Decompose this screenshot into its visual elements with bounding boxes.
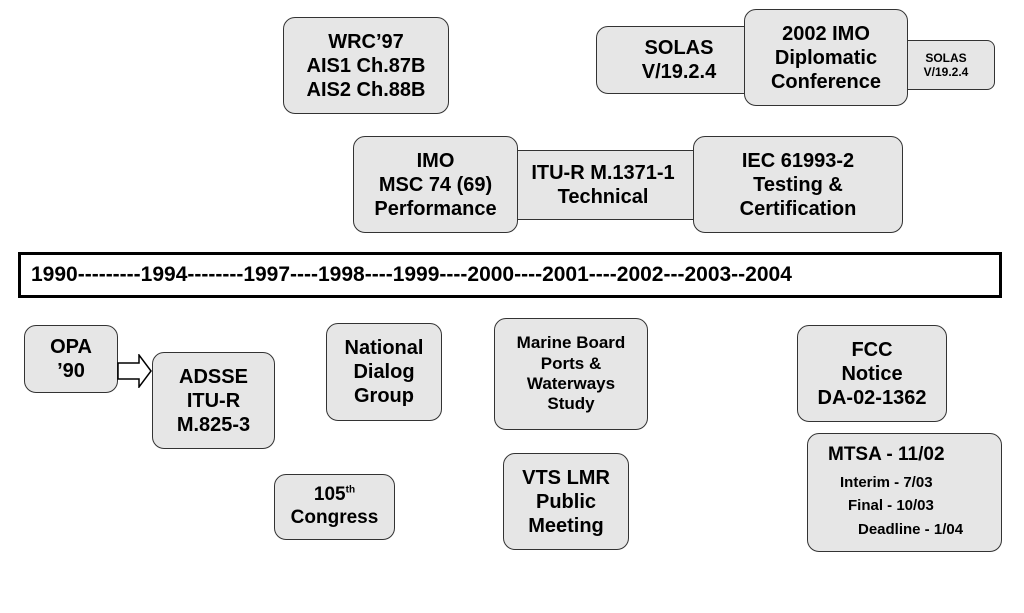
- imo-msc-box: IMO MSC 74 (69) Performance: [353, 136, 518, 233]
- adsse-box: ADSSE ITU-R M.825-3: [152, 352, 275, 449]
- imo-msc-line-1: IMO: [416, 149, 455, 172]
- vts-lmr-line-2: Public: [535, 490, 596, 513]
- congress-number-suffix: th: [345, 484, 356, 496]
- imo-msc-line-2: MSC 74 (69): [378, 173, 493, 196]
- iec-61993-line-3: Certification: [739, 197, 857, 220]
- solas-right-box: SOLAS V/19.2.4: [897, 40, 995, 90]
- adsse-line-3: M.825-3: [176, 413, 251, 436]
- right-arrow-icon: [117, 354, 152, 388]
- imo-2002-line-1: 2002 IMO: [782, 22, 870, 45]
- congress-box: 105th Congress: [274, 474, 395, 540]
- opa90-line-2: ’90: [57, 360, 85, 382]
- wrc97-box: WRC’97 AIS1 Ch.87B AIS2 Ch.88B: [283, 17, 449, 114]
- national-dialog-line-2: Dialog: [353, 361, 415, 383]
- wrc97-line-2: AIS1 Ch.87B: [306, 54, 426, 77]
- wrc97-line-1: WRC’97: [328, 30, 404, 53]
- mtsa-interim: Interim - 7/03: [840, 474, 933, 492]
- imo-msc-line-3: Performance: [374, 197, 497, 220]
- solas-left-line-2: V/19.2.4: [641, 61, 717, 83]
- marine-board-line-4: Study: [547, 394, 595, 414]
- adsse-line-2: ITU-R: [186, 389, 241, 412]
- marine-board-line-1: Marine Board: [516, 333, 626, 353]
- national-dialog-line-1: National: [344, 337, 424, 359]
- iec-61993-line-2: Testing &: [753, 173, 843, 196]
- vts-lmr-box: VTS LMR Public Meeting: [503, 453, 629, 550]
- marine-board-line-3: Waterways: [526, 374, 616, 393]
- solas-left-box: SOLAS V/19.2.4: [596, 26, 762, 94]
- wrc97-line-3: AIS2 Ch.88B: [306, 78, 426, 101]
- marine-board-box: Marine Board Ports & Waterways Study: [494, 318, 648, 430]
- opa90-line-1: OPA: [50, 336, 92, 358]
- timeline-bar: 1990---------1994--------1997----1998---…: [18, 252, 1002, 298]
- iec-61993-box: IEC 61993-2 Testing & Certification: [693, 136, 903, 233]
- marine-board-line-2: Ports &: [540, 353, 602, 373]
- vts-lmr-line-3: Meeting: [528, 514, 604, 537]
- timeline-years: 1990---------1994--------1997----1998---…: [31, 263, 792, 286]
- imo-2002-line-2: Diplomatic: [774, 46, 878, 69]
- itu-r-1371-line-2: Technical: [557, 186, 649, 208]
- imo-2002-line-3: Conference: [770, 70, 882, 93]
- itu-r-1371-box: ITU-R M.1371-1 Technical: [509, 150, 697, 220]
- itu-r-1371-line-1: ITU-R M.1371-1: [531, 162, 675, 184]
- congress-number: 105th: [314, 484, 355, 507]
- vts-lmr-line-1: VTS LMR: [522, 466, 610, 489]
- mtsa-final: Final - 10/03: [848, 497, 934, 515]
- solas-left-line-1: SOLAS: [644, 37, 714, 59]
- congress-number-value: 105: [313, 484, 346, 506]
- solas-right-line-1: SOLAS: [925, 50, 967, 65]
- opa90-box: OPA ’90: [24, 325, 118, 393]
- congress-label: Congress: [290, 507, 379, 528]
- mtsa-box: MTSA - 11/02 Interim - 7/03 Final - 10/0…: [807, 433, 1002, 552]
- mtsa-deadline: Deadline - 1/04: [858, 520, 964, 538]
- national-dialog-box: National Dialog Group: [326, 323, 442, 421]
- mtsa-title: MTSA - 11/02: [828, 444, 945, 466]
- fcc-notice-line-2: Notice: [841, 362, 903, 385]
- solas-right-line-2: V/19.2.4: [923, 65, 969, 79]
- fcc-notice-box: FCC Notice DA-02-1362: [797, 325, 947, 422]
- fcc-notice-line-3: DA-02-1362: [817, 386, 927, 409]
- fcc-notice-line-1: FCC: [851, 338, 893, 361]
- national-dialog-line-3: Group: [354, 385, 414, 407]
- iec-61993-line-1: IEC 61993-2: [741, 149, 855, 172]
- adsse-line-1: ADSSE: [179, 365, 248, 388]
- imo-2002-box: 2002 IMO Diplomatic Conference: [744, 9, 908, 106]
